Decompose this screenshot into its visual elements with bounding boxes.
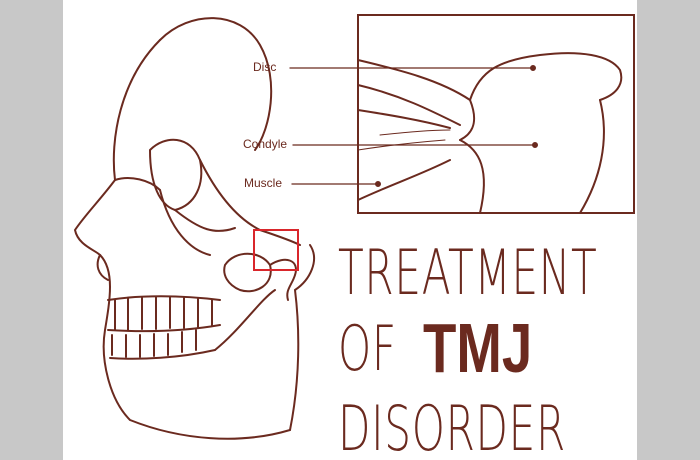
title-line-3: DISORDER xyxy=(338,392,566,460)
title-line-1: TREATMENT xyxy=(338,236,598,309)
label-disc: Disc xyxy=(253,60,277,74)
illustration: Disc Condyle Muscle TREATMENT OF TMJ DIS… xyxy=(63,0,637,460)
skull-drawing xyxy=(73,14,635,440)
label-condyle: Condyle xyxy=(243,137,288,151)
title-tmj: TMJ xyxy=(423,309,533,387)
highlight-box xyxy=(253,229,299,271)
label-muscle: Muscle xyxy=(244,176,283,190)
title-of: OF xyxy=(338,312,397,385)
